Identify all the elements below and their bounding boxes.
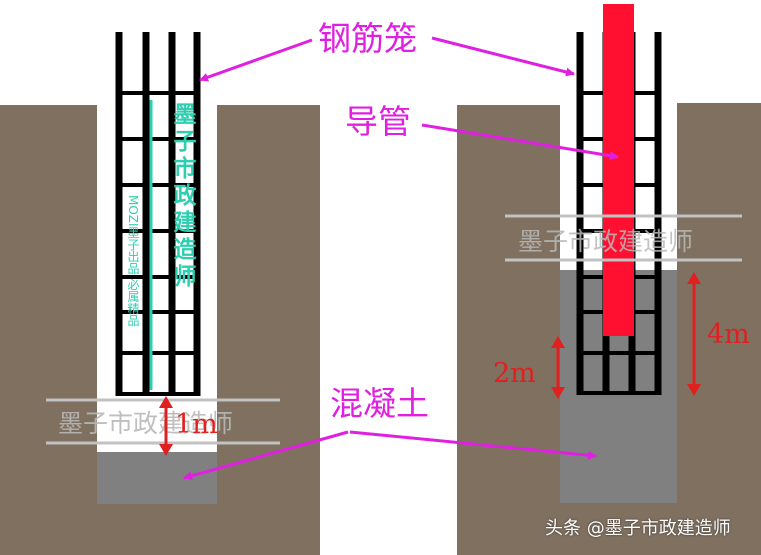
tremie-pipe [603,4,634,336]
concrete-arrow-left [183,430,349,481]
cage-arrow-left [199,38,313,82]
watermark-left-text: 墨子市政建造师 [58,409,233,438]
dimension-4m-label: 4m [707,319,750,350]
soil-right-block [677,103,761,555]
cage-arrow-right [431,36,575,77]
soil-left-block [0,105,97,555]
vertical-watermark: 墨子市政建造师 MOZI墨子出品 必属精品 [126,100,197,390]
soil-left-bottom [97,504,217,555]
pipe-arrow [421,123,619,161]
rebar-cage-left [115,32,201,396]
label-tremie-pipe: 导管 [345,102,411,141]
watermark-left: 墨子市政建造师 [46,398,280,445]
vertical-watermark-title: 墨子市政建造师 [169,102,197,291]
watermark-right-text: 墨子市政建造师 [518,227,693,256]
vertical-watermark-sub: MOZI墨子出品 必属精品 [126,195,140,326]
label-concrete: 混凝土 [330,384,429,423]
label-rebar-cage: 钢筋笼 [318,19,417,58]
soil-ground [0,103,761,555]
callout-arrows [183,36,619,481]
dimension-1m [159,396,173,456]
concrete-left [97,452,217,504]
concrete-arrow-right [349,430,597,460]
dimension-2m-label: 2m [493,358,536,389]
source-credit: 头条 @墨子市政建造师 [545,518,731,539]
dimension-2m [551,336,565,399]
dimension-1m-label: 1m [175,409,218,440]
dimension-4m [687,272,701,396]
soil-middle-block [217,105,320,555]
soil-right-bottom [560,503,677,555]
watermark-right: 墨子市政建造师 [505,214,742,262]
soil-middle-right-block [457,105,560,555]
